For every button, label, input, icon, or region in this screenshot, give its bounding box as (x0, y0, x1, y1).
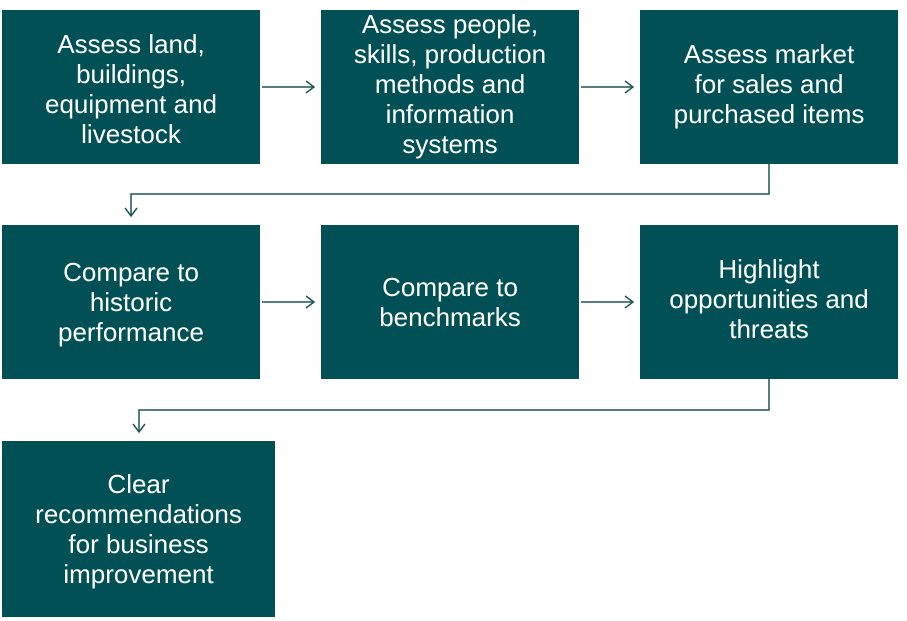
step-clear-recommendations: Clear recommendations for business impro… (2, 441, 275, 617)
step-assess-land: Assess land, buildings, equipment and li… (2, 10, 260, 164)
arrow-5-to-6 (581, 295, 635, 309)
arrow-4-to-5 (262, 295, 316, 309)
step-compare-historic: Compare to historic performance (2, 225, 260, 379)
step-assess-people: Assess people, skills, production method… (321, 9, 579, 164)
arrow-2-to-3 (581, 80, 635, 94)
step-highlight-opportunities: Highlight opportunities and threats (640, 225, 898, 379)
step-assess-market: Assess market for sales and purchased it… (640, 10, 898, 164)
arrow-6-to-7 (132, 379, 770, 434)
step-compare-benchmarks: Compare to benchmarks (321, 225, 579, 379)
arrow-1-to-2 (262, 80, 316, 94)
arrow-3-to-4 (124, 164, 770, 218)
